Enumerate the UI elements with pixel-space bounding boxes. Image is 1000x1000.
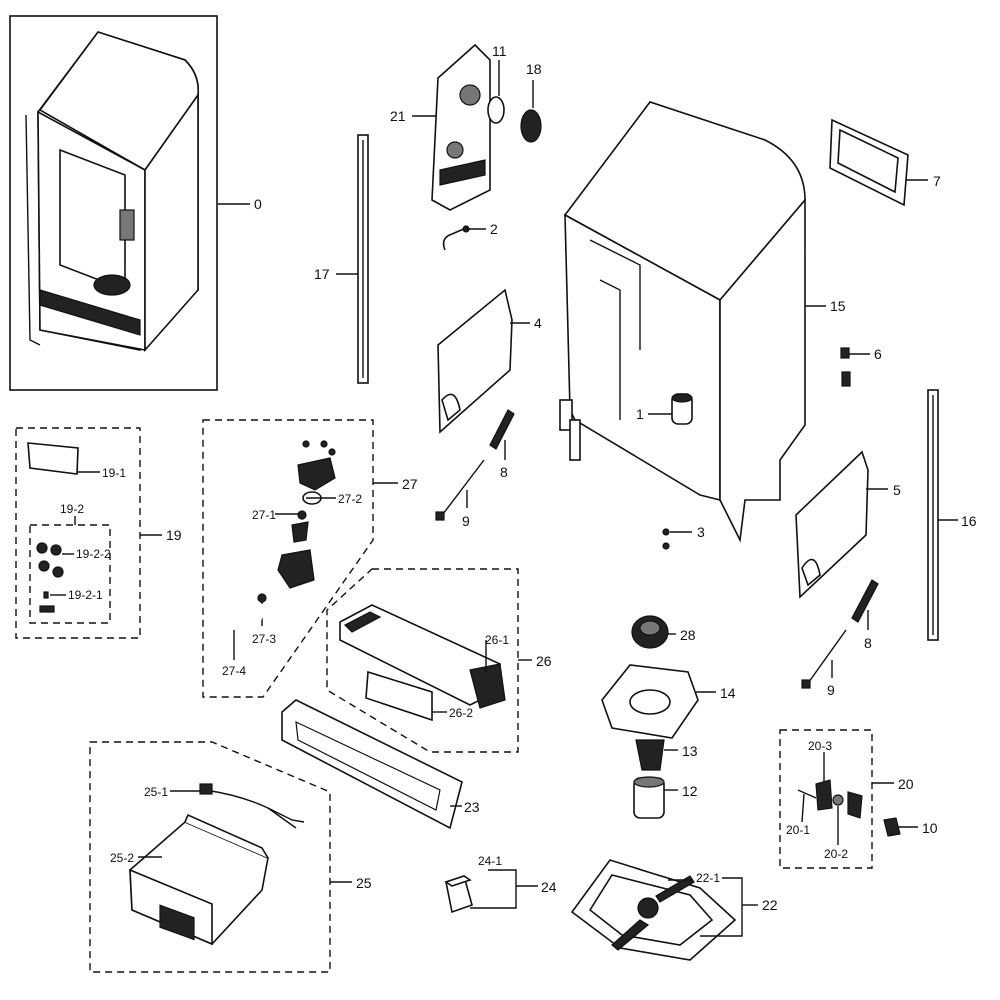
part-2-hook (442, 225, 470, 251)
callout-23: 23 (464, 799, 480, 815)
part-8-spring (489, 409, 515, 450)
callout-19-2-1: 19-2-1 (68, 588, 103, 602)
part-15-tub-shell (559, 101, 806, 543)
callout-0: 0 (254, 196, 262, 212)
callout-4: 4 (534, 315, 542, 331)
assembly-overview-box: 0 (9, 15, 262, 391)
callout-22: 22 (762, 897, 778, 913)
callout-22-1: 22-1 (696, 871, 720, 885)
part-9-rod (435, 459, 485, 521)
part-16-side-rail (927, 389, 939, 641)
callout-9a: 9 (462, 513, 470, 529)
callout-28: 28 (680, 627, 696, 643)
callout-27-2: 27-2 (338, 492, 362, 506)
callout-26-2: 26-2 (449, 706, 473, 720)
callout-17: 17 (314, 266, 330, 282)
part-25-2-control-panel (129, 813, 269, 946)
part-10-knob (883, 817, 901, 837)
part-23-frame (281, 699, 463, 830)
group-25-box: 25-1 25-2 25 (89, 741, 372, 973)
callout-20: 20 (898, 776, 914, 792)
callout-20-1: 20-1 (786, 823, 810, 837)
part-19-1-plate (27, 442, 79, 475)
callout-18: 18 (526, 61, 542, 77)
callout-12: 12 (682, 783, 698, 799)
part-26-2-cover (365, 670, 433, 722)
callout-27-4: 27-4 (222, 664, 246, 678)
group-26-box: 26-1 26-2 26 (326, 568, 552, 753)
callout-24: 24 (541, 879, 557, 895)
group-27-box: 27-2 27-1 27-3 27-4 27 (202, 419, 418, 698)
part-21-bracket (431, 43, 491, 211)
callout-14: 14 (720, 685, 736, 701)
part-3-screws (662, 528, 670, 550)
callout-5: 5 (893, 482, 901, 498)
callout-19-1: 19-1 (102, 466, 126, 480)
callout-8a: 8 (500, 464, 508, 480)
part-0-assembled-tub (25, 31, 200, 353)
callout-16: 16 (961, 513, 977, 529)
callout-7: 7 (933, 173, 941, 189)
callout-27-1: 27-1 (252, 508, 276, 522)
callout-21: 21 (390, 108, 406, 124)
callout-26: 26 (536, 653, 552, 669)
part-12-filter-cup (633, 776, 665, 819)
group-19-box: 19-1 19-2 19-2-2 19-2-1 19 (15, 427, 182, 639)
callout-19-2-2: 19-2-2 (76, 547, 111, 561)
part-9-rod-right (801, 629, 847, 689)
part-25-1-harness (199, 783, 305, 829)
callout-19-2: 19-2 (60, 502, 84, 516)
part-19-2-1-pin (39, 591, 55, 613)
callout-6: 6 (874, 346, 882, 362)
callout-3: 3 (697, 524, 705, 540)
part-17-side-rail (357, 134, 369, 384)
part-4-side-panel (437, 288, 513, 434)
callout-27: 27 (402, 476, 418, 492)
callout-2: 2 (490, 221, 498, 237)
callout-19: 19 (166, 527, 182, 543)
group-20-box: 20-3 20-1 20-2 20 (779, 729, 914, 869)
callout-27-3: 27-3 (252, 632, 276, 646)
callout-9b: 9 (827, 682, 835, 698)
part-5-side-panel (795, 450, 869, 599)
part-7-top-bracket (829, 118, 909, 207)
callout-25: 25 (356, 875, 372, 891)
callout-13: 13 (682, 743, 698, 759)
callout-10: 10 (922, 820, 938, 836)
part-22-sump (570, 859, 737, 961)
part-26-1-housing (339, 604, 506, 709)
callout-25-2: 25-2 (110, 851, 134, 865)
part-19-2-2-fittings (36, 542, 64, 578)
callout-8b: 8 (864, 635, 872, 651)
callout-26-1: 26-1 (485, 633, 509, 647)
part-18-disk (520, 109, 542, 143)
callout-20-2: 20-2 (824, 847, 848, 861)
part-6-clips (840, 347, 851, 387)
part-11-o-ring (487, 96, 505, 124)
part-14-plate (601, 664, 699, 739)
part-1-valve (671, 393, 693, 425)
part-13-filter (635, 739, 665, 771)
part-24-block (444, 874, 473, 914)
callout-1: 1 (636, 406, 644, 422)
part-27-4-hose (214, 591, 266, 632)
callout-11: 11 (492, 43, 507, 59)
callout-15: 15 (830, 298, 846, 314)
callout-24-1: 24-1 (478, 854, 502, 868)
part-28-cap (631, 615, 669, 649)
part-20-assembly (797, 779, 863, 819)
part-27-pump-parts (257, 440, 336, 603)
callout-20-3: 20-3 (808, 739, 832, 753)
part-8-spring-right (851, 579, 879, 623)
callout-25-1: 25-1 (144, 785, 168, 799)
